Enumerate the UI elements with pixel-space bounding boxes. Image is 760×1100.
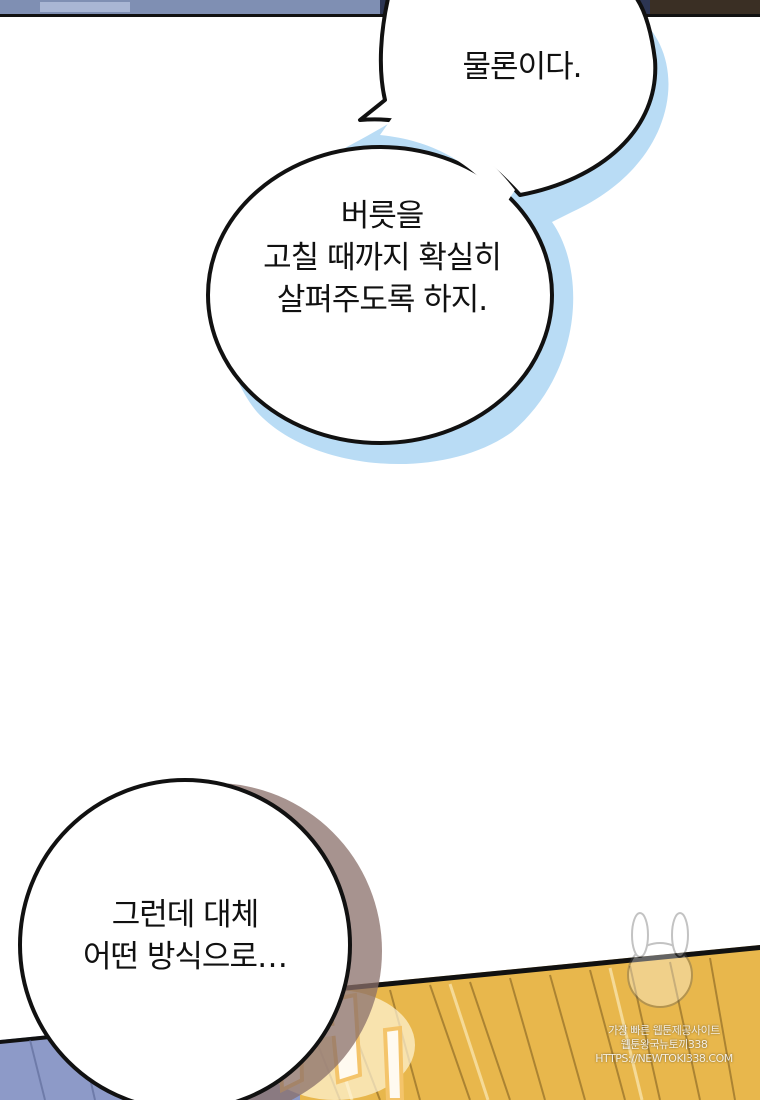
- watermark-line: 가장 빠른 웹툰제공사이트: [608, 1024, 720, 1037]
- bubble-text-line: 살펴주도록 하지.: [276, 282, 488, 318]
- watermark-line: 웹툰왕국뉴토끼338: [620, 1038, 708, 1051]
- bubble-text-line: 고칠 때까지 확실히: [263, 240, 502, 276]
- speech-bubble-1-text: 물론이다.: [392, 46, 652, 88]
- bubble-text-line: 그런데 대체: [111, 897, 259, 933]
- watermark-mascot: [627, 912, 693, 1008]
- site-watermark: 가장 빠른 웹툰제공사이트 웹툰왕국뉴토끼338 HTTPS://NEWTOKI…: [594, 1024, 734, 1066]
- speech-bubble-2-text: 버릇을 고칠 때까지 확실히 살펴주도록 하지.: [212, 195, 552, 321]
- watermark-line: HTTPS://NEWTOKI338.COM: [595, 1052, 733, 1065]
- speech-bubble-3-text: 그런데 대체 어떤 방식으로…: [20, 894, 350, 978]
- bubble-text-line: 버릇을: [340, 198, 425, 234]
- speech-bubble-group-top: [206, 0, 669, 464]
- speech-bubble-bottom: [18, 778, 382, 1100]
- bubble-text-line: 어떤 방식으로…: [83, 939, 288, 975]
- bubble-text-line: 물론이다.: [462, 49, 583, 85]
